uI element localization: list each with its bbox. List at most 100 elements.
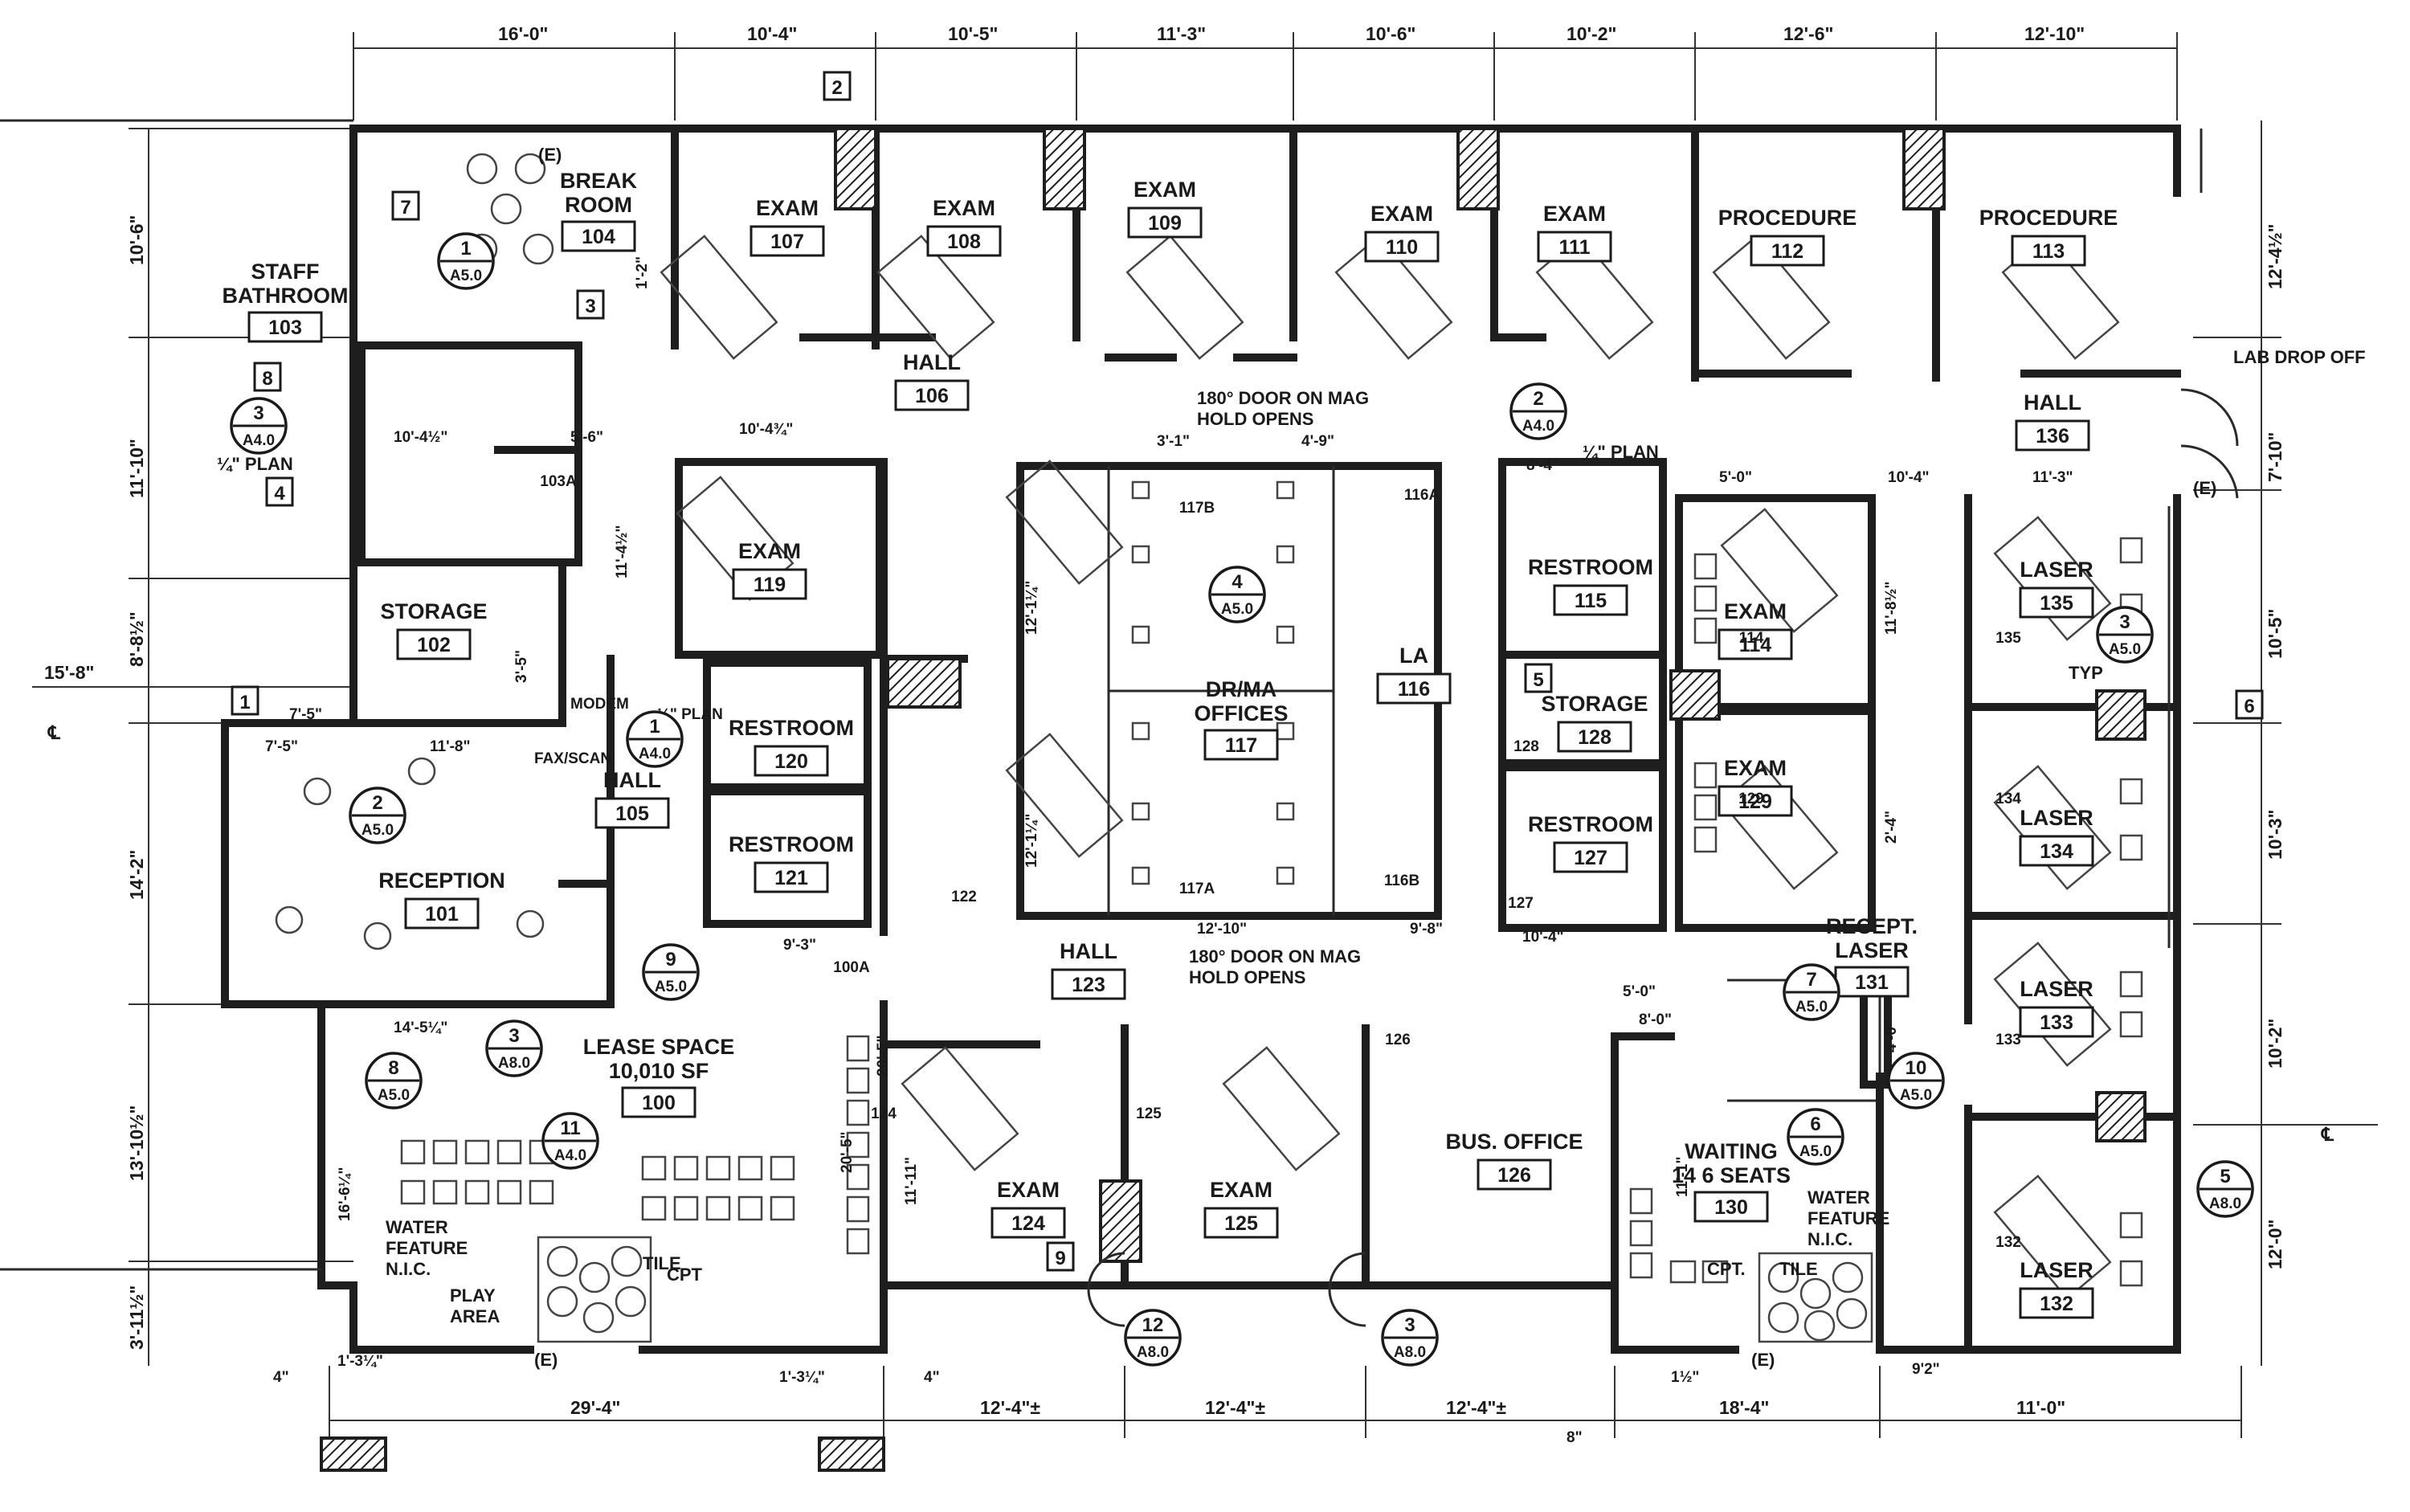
section-number: 2: [372, 792, 382, 814]
room-number: 123: [1072, 974, 1105, 996]
note-fax-scan: FAX/SCAN: [534, 750, 611, 767]
section-number: 11: [560, 1118, 580, 1139]
section-marker: 2A5.0: [349, 787, 406, 844]
section-sheet: A4.0: [243, 432, 275, 449]
room-name: BUS. OFFICE: [1445, 1130, 1583, 1154]
dim-int-9: 12'-10": [1197, 921, 1247, 938]
keynote-tag-3: 3: [576, 289, 605, 320]
room-name: EXAM: [756, 196, 819, 220]
room-number: 136: [2036, 425, 2069, 447]
room-number: 103: [268, 317, 302, 339]
note-existing-bottom-right: (E): [1751, 1350, 1775, 1370]
room-number-box: [1750, 235, 1825, 267]
room-number: 110: [1386, 236, 1418, 259]
room-number: 131: [1855, 971, 1889, 994]
section-number: 4: [1232, 571, 1243, 593]
room-number-box: [991, 1207, 1066, 1239]
dim-bottom-small-4: 4": [924, 1369, 940, 1386]
section-marker: 8A5.0: [365, 1052, 423, 1109]
dim-top-8: 12'-10": [2024, 23, 2085, 44]
dim-right-6: 12'-0": [2265, 1220, 2285, 1269]
svg-text:4: 4: [274, 483, 285, 505]
dim-top-6: 10'-2": [1566, 23, 1616, 44]
section-marker: 9A5.0: [642, 943, 700, 1001]
room-name: EXAM: [1724, 599, 1787, 623]
room-name: HALL: [2024, 390, 2081, 415]
dim-bottom-6: 11'-0": [2016, 1397, 2065, 1418]
room-number-box: [1127, 206, 1203, 239]
dim-bottom-small-7: 9'2": [1912, 1361, 1940, 1378]
room-name: EXAM: [1134, 178, 1196, 202]
room-name: RESTROOM: [1528, 812, 1653, 836]
note-lab-drop-off: LAB DROP OFF: [2233, 347, 2366, 367]
dim-left-7: 3'-11½": [126, 1285, 147, 1350]
room-name: LA: [1399, 644, 1428, 668]
section-number: 3: [253, 403, 263, 424]
door-tag-114: 114: [1739, 630, 1764, 647]
dim-int-17: 5'-0": [1623, 983, 1656, 1000]
room-number-box: [1693, 1191, 1769, 1223]
room-name: EXAM: [1210, 1178, 1272, 1202]
dim-int-15: 10'-4": [1888, 469, 1930, 486]
room-name: RECEPTION: [378, 868, 505, 893]
room-number-box: [1537, 231, 1612, 263]
room-label-114: EXAM 114: [1718, 599, 1793, 660]
room-number: 105: [615, 803, 649, 825]
dim-bottom-4: 12'-4"±: [1446, 1397, 1506, 1418]
section-sheet: A5.0: [450, 268, 482, 284]
dim-int-7: 14'-5¼": [394, 1020, 447, 1036]
room-name: RESTROOM: [729, 716, 854, 740]
room-number: 135: [2040, 592, 2073, 615]
dim-right-4: 10'-3": [2265, 810, 2285, 860]
svg-text:5: 5: [1533, 669, 1543, 691]
door-tag-117A: 117A: [1179, 881, 1215, 897]
room-name: PROCEDURE: [1979, 206, 2118, 230]
keynote-tag-6: 6: [2235, 689, 2264, 720]
room-number: 117: [1225, 734, 1257, 757]
room-name: EXAM: [1370, 202, 1433, 226]
room-number-box: [404, 897, 480, 930]
section-sheet: A5.0: [378, 1087, 410, 1104]
room-number-box: [561, 220, 636, 252]
dim-top-5: 10'-6": [1366, 23, 1415, 44]
dim-int-10: 3'-1": [1157, 433, 1190, 450]
room-number-box: [396, 628, 472, 660]
room-number-box: [2019, 1287, 2094, 1319]
room-number: 126: [1497, 1164, 1531, 1187]
room-name: STORAGE: [380, 599, 487, 623]
section-number: 7: [1806, 969, 1816, 991]
dim-top-1: 16'-0": [498, 23, 548, 44]
room-number-box: [1203, 1207, 1279, 1239]
dim-int-32: 11'-1": [1674, 1156, 1691, 1197]
keynote-tag-5: 5: [1524, 663, 1553, 693]
section-sheet: A4.0: [639, 746, 671, 762]
hatched-chases: [320, 127, 2147, 1472]
door-tag-134: 134: [1995, 791, 2021, 807]
room-number: 115: [1575, 590, 1607, 612]
svg-text:1: 1: [239, 692, 250, 713]
dim-int-3: 5'-6": [570, 429, 603, 446]
section-number: 10: [1906, 1057, 1927, 1079]
dim-int-11: 4'-9": [1301, 433, 1334, 450]
dim-int-4: 7'-5": [265, 738, 298, 755]
section-marker: 3A5.0: [2096, 606, 2154, 664]
room-name: EXAM: [738, 539, 801, 563]
room-number-box: [2019, 586, 2094, 619]
dim-int-22: 11'-8½": [1883, 582, 1900, 635]
room-number-box: [247, 311, 323, 343]
room-number: 130: [1714, 1196, 1748, 1219]
section-number: 5: [2220, 1166, 2230, 1187]
